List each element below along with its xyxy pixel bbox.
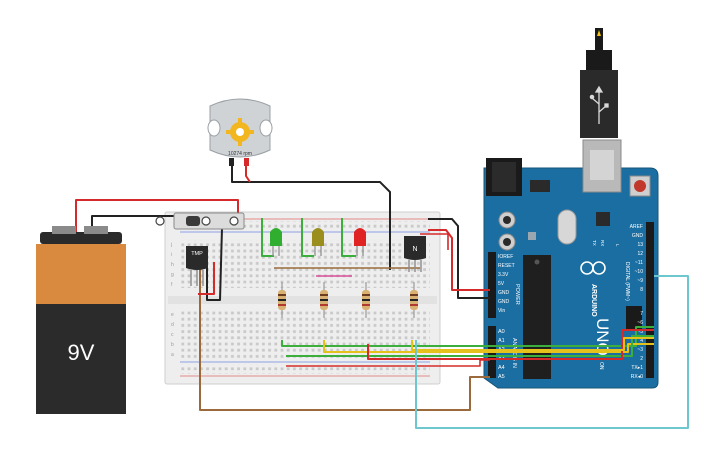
wire-black: [231, 163, 391, 270]
pin-label: A0: [498, 329, 505, 335]
power-header[interactable]: [488, 252, 496, 318]
pin-label: ~3: [637, 347, 643, 353]
led-red[interactable]: [354, 228, 366, 256]
wires[interactable]: [75, 163, 689, 429]
row-letter: f: [171, 282, 173, 288]
pin-label: 13: [637, 242, 643, 248]
led-yellow[interactable]: [312, 228, 324, 256]
row-letter: g: [171, 272, 174, 278]
microcontroller-chip: [523, 255, 551, 379]
pin-label: A4: [498, 365, 505, 371]
usb-icon: [589, 85, 609, 124]
l-label: L: [615, 244, 620, 247]
usb-cable[interactable]: [580, 28, 618, 138]
npn-transistor[interactable]: N: [404, 236, 426, 272]
row-letter: h: [171, 262, 174, 268]
wire-green: [341, 218, 356, 257]
resistor[interactable]: [320, 282, 328, 318]
rx-label: RX: [600, 240, 605, 246]
wire-brown: [199, 268, 490, 411]
pin-label: Vin: [498, 308, 505, 314]
pin-label: A1: [498, 338, 505, 344]
wire-green: [261, 218, 274, 257]
tx-label: TX: [592, 240, 597, 246]
pin-label: IOREF: [498, 254, 513, 260]
icsp-header: [626, 306, 642, 330]
digital-header-title: DIGITAL (PWM~): [624, 262, 630, 301]
pin-label: 12: [637, 251, 643, 257]
battery-voltage: 9V: [68, 340, 95, 365]
pin-label: A5: [498, 374, 505, 380]
temperature-sensor[interactable]: TMP: [186, 246, 208, 286]
pin-label: RX◂0: [631, 374, 643, 380]
pin-label: 8: [640, 287, 643, 293]
transistor-label: N: [412, 246, 417, 253]
digital-header[interactable]: [646, 222, 654, 378]
pin-label: GND: [632, 233, 644, 239]
pin-label: 2: [640, 356, 643, 362]
wire-red: [286, 359, 490, 367]
pin-label: ~9: [637, 278, 643, 284]
row-letter: c: [171, 332, 174, 338]
resistor[interactable]: [362, 282, 370, 318]
wire-green: [301, 218, 314, 257]
motor-speed: 10274 rpm: [228, 151, 252, 157]
row-letter: e: [171, 312, 174, 318]
pin-label: 4: [640, 338, 643, 344]
pin-label: GND: [498, 299, 510, 305]
pin-label: 5V: [498, 281, 505, 287]
pin-label: GND: [498, 290, 510, 296]
row-letter: d: [171, 322, 174, 328]
wire-red: [428, 229, 490, 291]
pin-label: AREF: [630, 224, 643, 230]
wire-red: [198, 262, 215, 295]
wire-black: [206, 227, 223, 301]
pin-label: 7: [640, 311, 643, 317]
pin-label: 3.3V: [498, 272, 509, 278]
wire-black: [428, 218, 490, 299]
pin-label: ~10: [635, 269, 644, 275]
row-letter: j: [170, 242, 172, 248]
wire-yellow: [323, 340, 654, 353]
usb-chip: [596, 212, 610, 226]
row-letter: i: [171, 252, 172, 258]
arduino-uno[interactable]: IOREF RESET 3.3V 5V GND GND Vin POWER A0…: [483, 139, 659, 389]
led-green[interactable]: [270, 228, 282, 256]
wire-yellow: [411, 337, 654, 351]
pin-label: ~5: [637, 329, 643, 335]
gear-icon: [226, 118, 254, 146]
on-label: ON: [598, 362, 604, 370]
row-letter: b: [171, 342, 174, 348]
voltage-regulator: [530, 180, 550, 192]
wire-cyan: [415, 275, 689, 429]
wire-red: [367, 329, 654, 360]
wire-green: [286, 335, 654, 357]
wire-red: [75, 199, 239, 232]
wire-red: [420, 233, 449, 250]
pin-label: ~11: [635, 260, 643, 266]
slide-switch[interactable]: [155, 212, 245, 230]
battery-9v[interactable]: 9V: [36, 226, 126, 414]
wire-green: [281, 326, 654, 347]
arduino-logo: [580, 261, 606, 275]
resistor[interactable]: [410, 282, 418, 318]
pin-label: RESET: [498, 263, 515, 269]
crystal: [557, 209, 577, 245]
sensor-label: TMP: [191, 251, 203, 257]
brand-label: ARDUINO: [590, 284, 597, 317]
pin-label: ~6: [637, 320, 643, 326]
power-header-title: POWER: [514, 284, 520, 305]
wire-red: [245, 163, 251, 183]
resistor[interactable]: [278, 282, 286, 318]
dc-motor[interactable]: 10274 rpm: [207, 98, 273, 166]
pin-label: TX▸1: [631, 365, 643, 371]
row-letter: a: [171, 352, 174, 358]
